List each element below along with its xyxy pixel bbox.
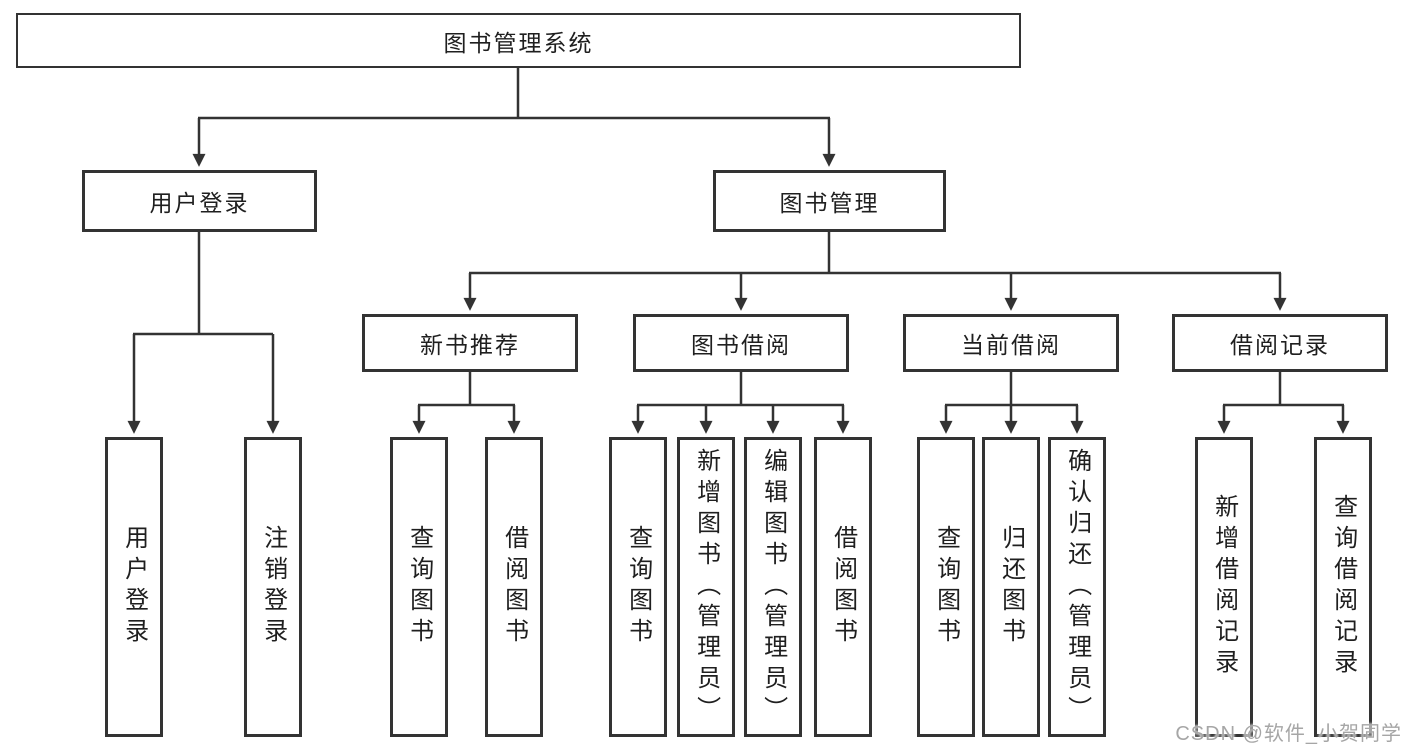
leaf-add-borrow-record: 新增借阅记录 [1195,437,1253,737]
edge-group-root [192,68,836,167]
node-label: 归还图书 [997,525,1025,649]
node-label: 编辑图书（管理员） [759,447,787,727]
node-book-management: 图书管理 [713,170,946,232]
node-book-borrow: 图书借阅 [633,314,849,372]
node-label: 用户登录 [120,525,148,649]
leaf-query-books-rec: 查询图书 [390,437,448,737]
leaf-logout: 注销登录 [244,437,302,737]
node-label: 查询图书 [932,525,960,649]
node-root: 图书管理系统 [16,13,1021,68]
leaf-query-books-current: 查询图书 [917,437,975,737]
node-user-login: 用户登录 [82,170,317,232]
csdn-watermark: CSDN @软件_小贺同学 [1175,723,1402,745]
edge-group-new-book-rec [412,372,521,434]
leaf-borrow-books: 借阅图书 [814,437,872,737]
leaf-edit-books-admin: 编辑图书（管理员） [744,437,802,737]
node-borrow-record: 借阅记录 [1172,314,1388,372]
edge-group-borrow-record [1217,372,1350,434]
node-label: 查询图书 [405,525,433,649]
node-label: 图书管理系统 [443,29,594,56]
leaf-confirm-return-admin: 确认归还（管理员） [1048,437,1106,737]
node-label: 图书管理 [779,190,880,216]
node-label: 注销登录 [259,525,287,649]
leaf-user-login: 用户登录 [105,437,163,737]
node-label: 查询图书 [624,525,652,649]
edge-group-user-login [127,232,280,434]
edge-group-current-borrow [939,372,1084,434]
node-label: 查询借阅记录 [1329,494,1357,680]
node-label: 新增图书（管理员） [692,447,720,727]
node-label: 图书借阅 [691,332,791,358]
node-label: 确认归还（管理员） [1063,447,1091,727]
edge-group-book-mgmt [463,232,1287,311]
node-label: 借阅记录 [1230,332,1330,358]
leaf-query-borrow-record: 查询借阅记录 [1314,437,1372,737]
leaf-borrow-books-rec: 借阅图书 [485,437,543,737]
node-new-book-recommend: 新书推荐 [362,314,578,372]
leaf-query-books-borrow: 查询图书 [609,437,667,737]
leaf-return-books: 归还图书 [982,437,1040,737]
node-label: 新书推荐 [420,332,520,358]
node-label: 当前借阅 [961,332,1061,358]
node-label: 借阅图书 [500,525,528,649]
node-label: 借阅图书 [829,525,857,649]
node-label: 用户登录 [149,190,250,216]
node-label: 新增借阅记录 [1210,494,1238,680]
leaf-add-books-admin: 新增图书（管理员） [677,437,735,737]
node-current-borrow: 当前借阅 [903,314,1119,372]
edge-group-book-borrow [631,372,850,434]
